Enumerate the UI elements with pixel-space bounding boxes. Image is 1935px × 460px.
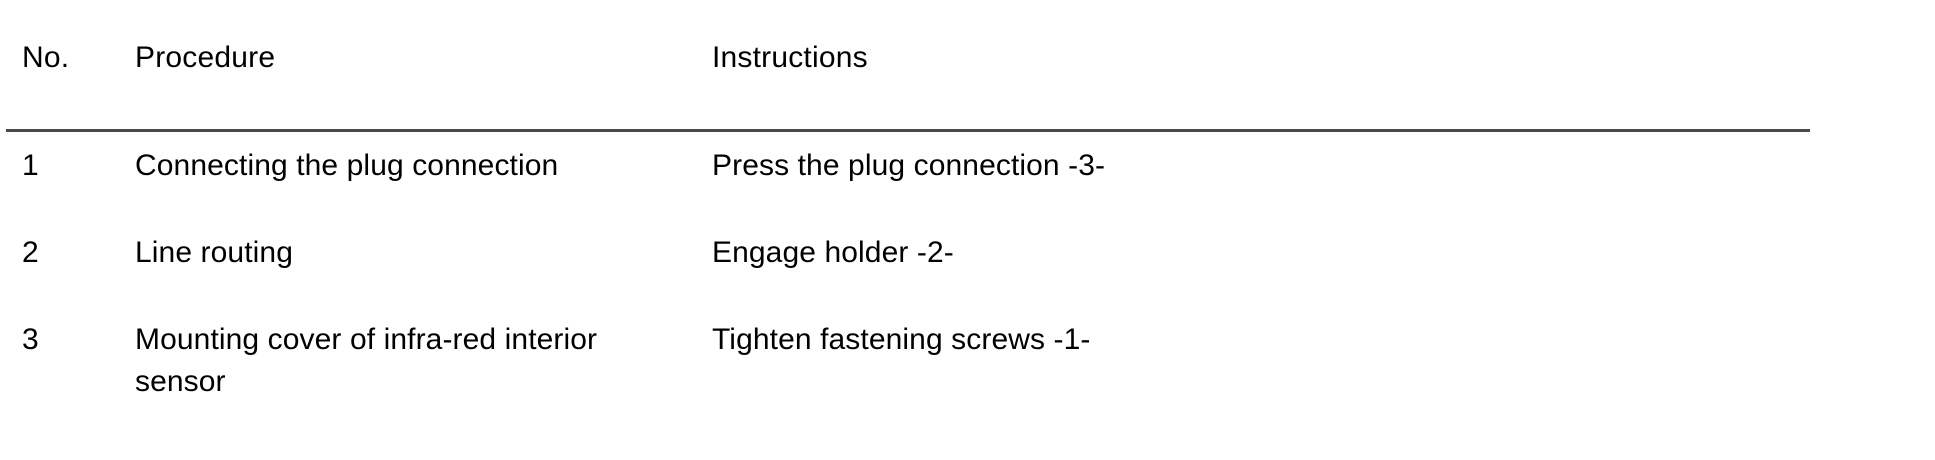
header-divider-rule	[6, 129, 1810, 132]
cell-procedure: Mounting cover of infra-red interior sen…	[135, 319, 680, 403]
cell-procedure-line: Mounting cover of infra-red interior	[135, 323, 598, 356]
cell-procedure-line: Line routing	[135, 236, 293, 269]
cell-procedure-line: Connecting the plug connection	[135, 149, 559, 182]
column-header-procedure: Procedure	[135, 41, 276, 74]
cell-row-number: 1	[22, 149, 39, 182]
cell-procedure: Line routing	[135, 232, 680, 274]
column-header-no: No.	[22, 41, 70, 74]
column-header-instructions: Instructions	[712, 41, 868, 74]
cell-instructions: Engage holder -2-	[712, 236, 954, 269]
cell-row-number: 2	[22, 236, 39, 269]
cell-procedure-line: sensor	[135, 365, 226, 398]
cell-instructions: Tighten fastening screws -1-	[712, 323, 1091, 356]
cell-instructions: Press the plug connection -3-	[712, 149, 1106, 182]
table-header-row: No. Procedure Instructions	[0, 38, 1935, 84]
cell-procedure: Connecting the plug connection	[135, 145, 680, 187]
cell-row-number: 3	[22, 323, 39, 356]
